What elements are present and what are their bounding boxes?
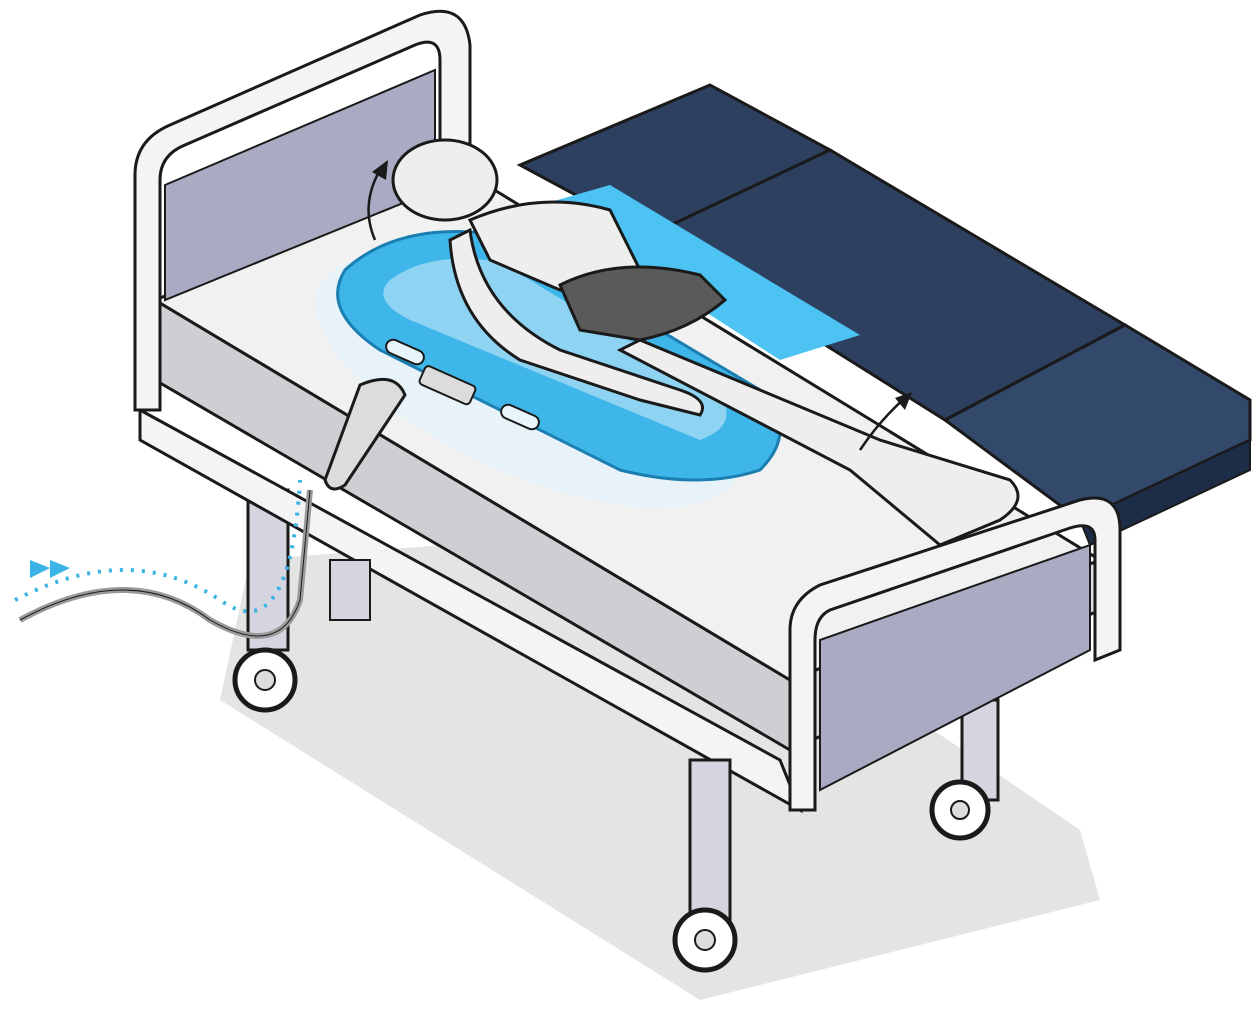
patient-head (393, 140, 497, 220)
bed-legs-front (690, 760, 730, 920)
